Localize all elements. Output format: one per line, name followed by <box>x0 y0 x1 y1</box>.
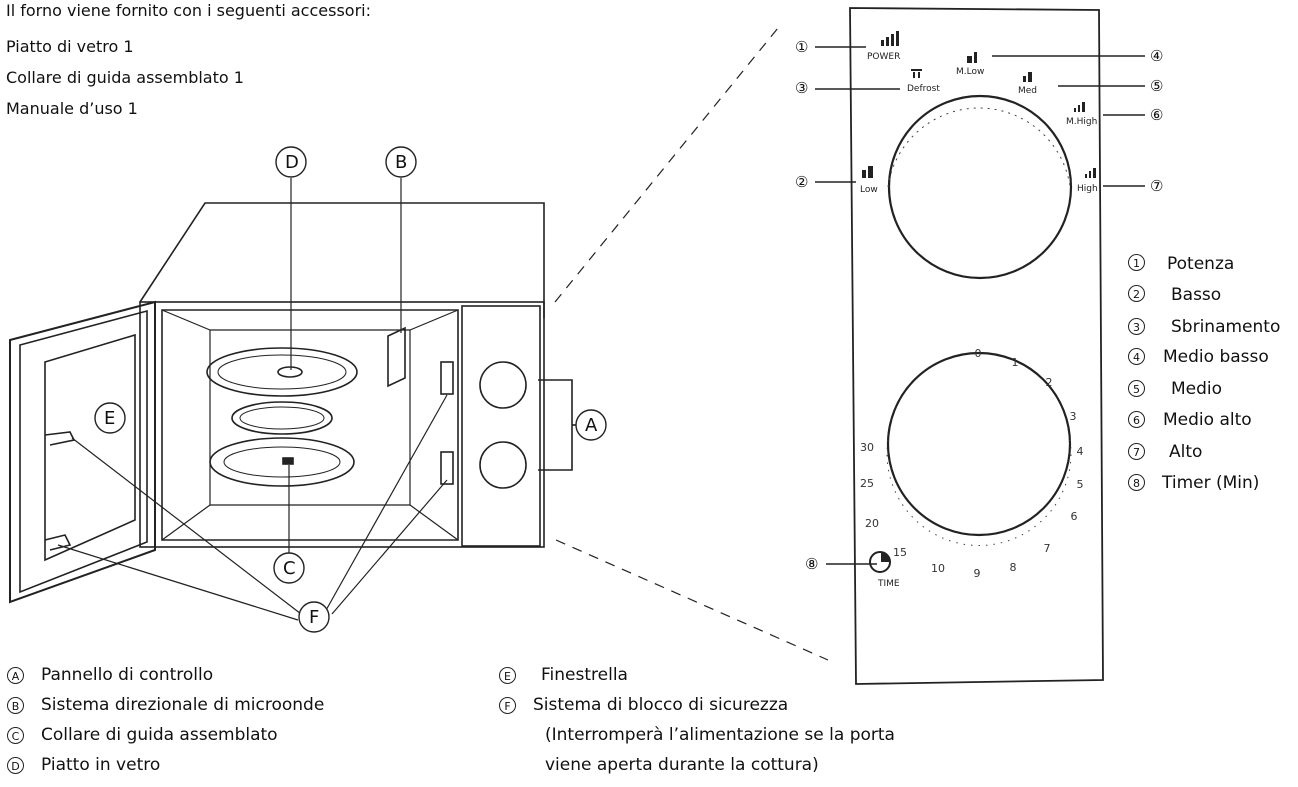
timer-tick-label: 25 <box>860 477 874 490</box>
legend-letter: D <box>7 757 24 774</box>
legend-letter: F <box>499 697 516 714</box>
control-panel <box>461 305 541 547</box>
setting-med: Med <box>1018 86 1037 96</box>
legend-num: 2 <box>1128 285 1145 302</box>
setting-mhigh: M.High <box>1066 117 1097 127</box>
power-dial <box>887 94 1073 280</box>
roller-ring <box>231 401 333 435</box>
legend-label: Timer (Min) <box>1162 473 1260 493</box>
legend-letter: E <box>499 667 516 684</box>
legend-letter: B <box>7 697 24 714</box>
timer-tick-label: 3 <box>1070 410 1077 423</box>
legend-letter: C <box>7 727 24 744</box>
callout-2: ② <box>795 173 808 191</box>
timer-tick-label: 6 <box>1071 510 1078 523</box>
callout-8: ⑧ <box>805 555 818 573</box>
legend-letter: A <box>7 667 24 684</box>
turntable <box>209 437 355 487</box>
legend-num: 4 <box>1128 348 1145 365</box>
legend-label: Collare di guida assemblato <box>41 725 278 745</box>
legend-num: 6 <box>1128 411 1145 428</box>
oven-door <box>9 300 156 604</box>
callout-c: C <box>283 558 296 579</box>
legend-label: Piatto in vetro <box>41 755 161 775</box>
callout-1: ① <box>795 38 808 56</box>
timer-tick-label: 4 <box>1077 445 1084 458</box>
setting-low: Low <box>860 185 878 195</box>
timer-tick-label: 8 <box>1010 561 1017 574</box>
oven-body <box>139 301 545 548</box>
accessory-item: Manuale d’uso 1 <box>6 99 138 118</box>
intro-heading: Il forno viene fornito con i seguenti ac… <box>6 1 371 20</box>
setting-mlow: M.Low <box>956 67 984 77</box>
timer-tick-label: 5 <box>1077 478 1084 491</box>
accessory-item: Piatto di vetro 1 <box>6 37 134 56</box>
legend-label: Potenza <box>1167 254 1235 274</box>
timer-tick-label: 30 <box>860 441 874 454</box>
callout-4: ④ <box>1150 47 1163 65</box>
legend-label: Pannello di controllo <box>41 665 214 685</box>
callout-3: ③ <box>795 79 808 97</box>
timer-tick-label: 9 <box>974 567 981 580</box>
legend-num: 1 <box>1128 254 1145 271</box>
power-label: POWER <box>867 52 900 62</box>
timer-tick-label: 10 <box>931 562 945 575</box>
oven-top <box>139 202 545 318</box>
knob-lower <box>479 441 527 489</box>
callout-6: ⑥ <box>1150 106 1163 124</box>
callout-7: ⑦ <box>1150 177 1163 195</box>
legend-label: Sistema direzionale di microonde <box>41 695 325 715</box>
setting-high: High <box>1077 184 1098 194</box>
timer-tick-label: 2 <box>1046 376 1053 389</box>
legend-note: (Interromperà l’alimentazione se la port… <box>545 725 895 745</box>
callout-e: E <box>104 408 115 429</box>
legend-label: Sbrinamento <box>1171 317 1281 337</box>
legend-label: Basso <box>1171 285 1222 305</box>
legend-num: 8 <box>1128 474 1145 491</box>
panel-zoom <box>849 7 1104 685</box>
legend-label: Finestrella <box>541 665 628 685</box>
legend-num: 7 <box>1128 443 1145 460</box>
callout-f: F <box>309 607 319 628</box>
legend-label: Alto <box>1169 442 1203 462</box>
time-label: TIME <box>877 579 900 589</box>
legend-label: Medio alto <box>1163 410 1252 430</box>
timer-tick-label: 15 <box>893 546 907 559</box>
timer-tick-label: 7 <box>1044 542 1051 555</box>
callout-5: ⑤ <box>1150 77 1163 95</box>
setting-defrost: Defrost <box>907 84 940 94</box>
callout-a: A <box>585 415 598 436</box>
callout-b: B <box>395 152 407 173</box>
legend-label: Medio basso <box>1163 347 1269 367</box>
legend-num: 5 <box>1128 380 1145 397</box>
legend-label: Medio <box>1171 379 1223 399</box>
timer-tick-label: 20 <box>865 517 879 530</box>
timer-tick-label: 1 <box>1012 356 1019 369</box>
timer-tick-label: 0 <box>975 347 982 360</box>
accessory-item: Collare di guida assemblato 1 <box>6 68 244 87</box>
callout-d: D <box>285 152 299 173</box>
knob-upper <box>479 361 527 409</box>
legend-label: Sistema di blocco di sicurezza <box>533 695 789 715</box>
glass-plate <box>206 347 358 397</box>
legend-note: viene aperta durante la cottura) <box>545 755 819 775</box>
legend-num: 3 <box>1128 318 1145 335</box>
timer-dial <box>886 351 1072 537</box>
